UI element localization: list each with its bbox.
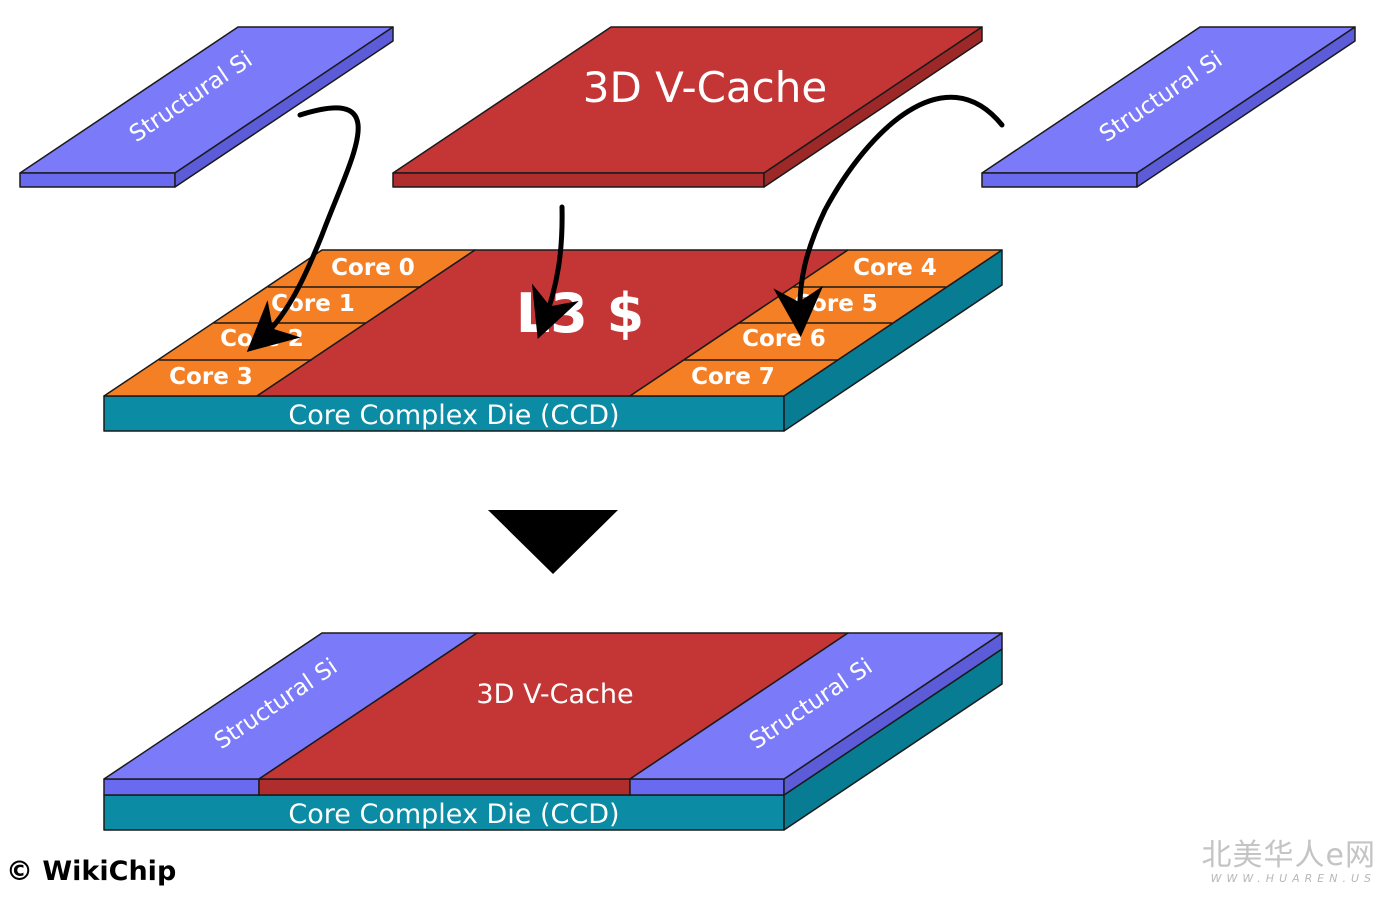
- vcache-bottom-label: 3D V-Cache: [476, 679, 633, 710]
- vcache-slab: [392, 26, 983, 188]
- l3-label: L3 $: [516, 282, 644, 345]
- structural-si-left-slab: [19, 26, 394, 188]
- structural-si-right-slab: [981, 26, 1356, 188]
- arrow-vcache: [531, 204, 579, 340]
- ccd-top-label: Core Complex Die (CCD): [288, 400, 619, 431]
- stacked-layer: [103, 632, 1003, 796]
- core-4-label: Core 4: [853, 255, 937, 281]
- core-5-label: Core 5: [794, 291, 878, 317]
- down-arrow-icon: [488, 510, 618, 574]
- ccd-bottom: [103, 648, 1003, 831]
- core-0-label: Core 0: [331, 255, 415, 281]
- copyright-text: © WikiChip: [6, 856, 177, 887]
- structural-si-bottom-right: [629, 632, 1003, 780]
- vcache-label: 3D V-Cache: [583, 63, 827, 112]
- watermark-cn: 北美华人e网: [1201, 838, 1376, 873]
- watermark-logo: 北美华人e网 WWW.HUAREN.US: [1176, 830, 1376, 885]
- ccd-bottom-label: Core Complex Die (CCD): [288, 799, 619, 830]
- arrow-left-structural: [246, 105, 361, 352]
- core-7-label: Core 7: [691, 364, 775, 390]
- arrow-right-structural: [773, 94, 1005, 337]
- placement-arrows: [246, 94, 1005, 352]
- core-3-label: Core 3: [169, 364, 253, 390]
- core-6-label: Core 6: [742, 326, 826, 352]
- watermark-url: WWW.HUAREN.US: [1210, 872, 1376, 885]
